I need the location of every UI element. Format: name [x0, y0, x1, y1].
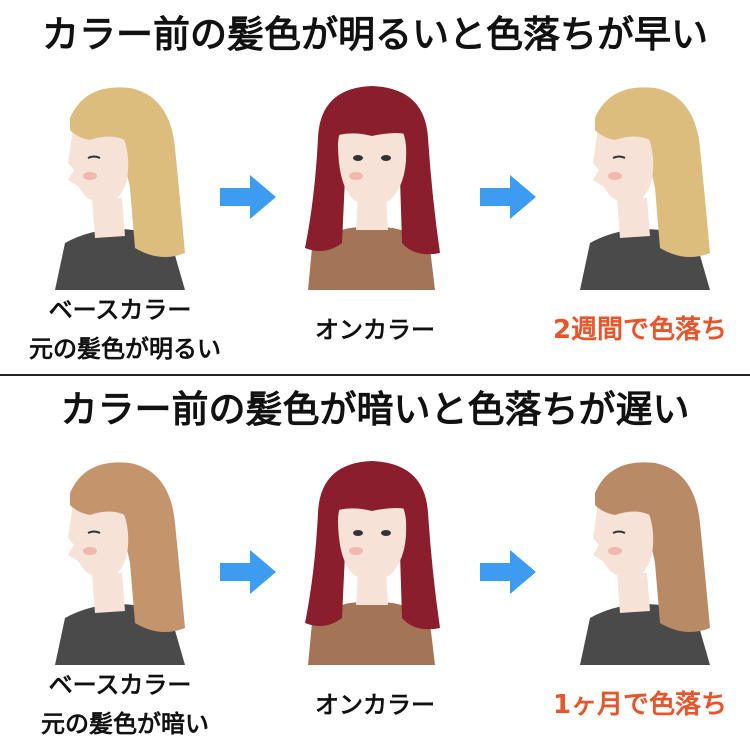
eye-right — [381, 530, 391, 536]
face — [68, 494, 129, 579]
base-color-sub-label: 元の髪色が暗い — [41, 710, 209, 738]
faded-result-illustration — [555, 78, 715, 290]
on-color-label: オンカラー — [315, 691, 435, 719]
right-arrow-icon — [480, 550, 536, 594]
bangs — [330, 474, 412, 513]
neck — [356, 196, 388, 230]
base-color-label: ベースカラー — [48, 296, 192, 324]
eye — [612, 155, 626, 159]
cheek — [608, 172, 622, 180]
eye-left — [353, 155, 363, 161]
face — [338, 113, 407, 205]
woman-side-profile-illustration — [55, 462, 185, 665]
cheek — [349, 172, 363, 180]
woman-side-profile-illustration — [580, 462, 710, 665]
neck — [617, 573, 650, 613]
fade-result-label: 1ヶ月で色落ち — [552, 690, 728, 720]
cheek — [608, 547, 622, 555]
right-arrow-icon — [220, 550, 276, 594]
bangs — [595, 479, 653, 515]
base-color-illustration — [30, 78, 190, 290]
eye — [612, 530, 626, 534]
bangs — [330, 99, 412, 138]
faded-result-illustration — [555, 453, 715, 665]
on-color-illustration — [290, 78, 450, 290]
bangs — [595, 104, 653, 140]
eye-right — [381, 155, 391, 161]
cheek — [83, 172, 97, 180]
neck — [92, 198, 125, 238]
eye — [87, 530, 101, 534]
right-arrow-icon — [220, 175, 276, 219]
face — [593, 494, 654, 579]
face — [68, 119, 129, 204]
bangs — [70, 479, 128, 515]
cheek — [83, 547, 97, 555]
neck — [356, 571, 388, 605]
panel-title: カラー前の髪色が明るいと色落ちが早い — [42, 13, 708, 56]
panel-dark-base: カラー前の髪色が暗いと色落ちが遅い — [0, 375, 750, 750]
neck — [92, 573, 125, 613]
neck — [617, 198, 650, 238]
on-color-label: オンカラー — [315, 316, 435, 344]
base-color-illustration — [30, 453, 190, 665]
panel-divider — [0, 374, 750, 376]
fade-result-label: 2週間で色落ち — [552, 315, 728, 345]
woman-front-illustration — [305, 461, 440, 665]
panel-title: カラー前の髪色が暗いと色落ちが遅い — [60, 388, 690, 431]
base-color-sub-label: 元の髪色が明るい — [29, 335, 221, 363]
panel-bright-base: カラー前の髪色が明るいと色落ちが早い — [29, 13, 728, 363]
woman-side-profile-illustration — [55, 87, 185, 290]
on-color-illustration — [290, 453, 450, 665]
bangs — [70, 104, 128, 140]
eye-left — [353, 530, 363, 536]
woman-side-profile-illustration — [580, 87, 710, 290]
cheek — [349, 547, 363, 555]
face — [593, 119, 654, 204]
woman-front-illustration — [305, 86, 440, 290]
eye — [87, 155, 101, 159]
right-arrow-icon — [480, 175, 536, 219]
face — [338, 488, 407, 580]
base-color-label: ベースカラー — [48, 671, 192, 699]
